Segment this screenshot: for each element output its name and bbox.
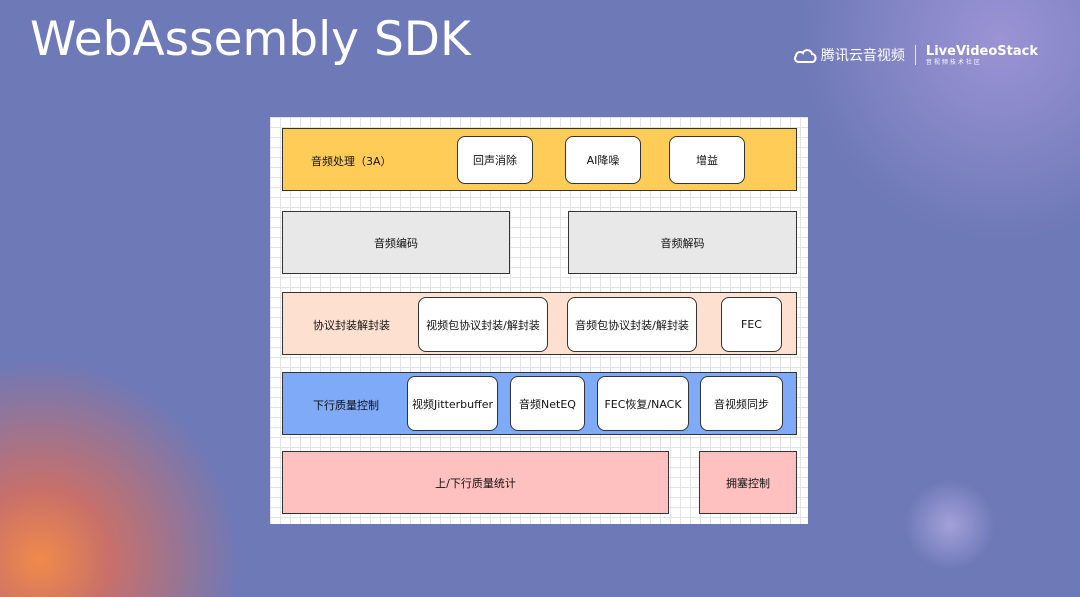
cloud-icon xyxy=(793,49,817,63)
fec-recovery-nack-box: FEC恢复/NACK xyxy=(597,376,689,431)
lvs-logo-subtext: 音视频技术社区 xyxy=(925,58,982,66)
gain-box: 增益 xyxy=(669,136,745,184)
audio-encode-box: 音频编码 xyxy=(282,211,510,274)
tencent-logo-text: 腾讯云音视频 xyxy=(820,48,905,64)
ai-noise-reduction-box: AI降噪 xyxy=(565,136,641,184)
slide-title: WebAssembly SDK xyxy=(30,12,471,67)
architecture-diagram: 音频处理（3A） 回声消除 AI降噪 增益 音频编码 音频解码 协议封装解封装 … xyxy=(270,117,808,524)
protocol-label: 协议封装解封装 xyxy=(313,319,390,332)
lvs-logo-text: LiveVideoStack xyxy=(925,43,1038,59)
echo-cancellation-box: 回声消除 xyxy=(457,136,533,184)
fec-box: FEC xyxy=(721,297,782,352)
audio-packet-protocol-box: 音频包协议封装/解封装 xyxy=(567,297,697,352)
brand-logos: 腾讯云音视频 LiveVideoStack 音视频技术社区 xyxy=(793,44,1038,66)
audio-processing-label: 音频处理（3A） xyxy=(311,155,392,168)
audio-neteq-box: 音频NetEQ xyxy=(510,376,585,431)
video-packet-protocol-box: 视频包协议封装/解封装 xyxy=(418,297,548,352)
audio-decode-box: 音频解码 xyxy=(568,211,797,274)
logo-divider xyxy=(914,45,916,65)
congestion-control-box: 拥塞控制 xyxy=(699,451,797,514)
livevideostack-logo: LiveVideoStack 音视频技术社区 xyxy=(926,45,1038,66)
av-sync-box: 音视频同步 xyxy=(700,376,783,431)
downlink-quality-label: 下行质量控制 xyxy=(313,399,379,412)
quality-stats-box: 上/下行质量统计 xyxy=(282,451,669,514)
video-jitterbuffer-box: 视频Jitterbuffer xyxy=(407,376,498,431)
